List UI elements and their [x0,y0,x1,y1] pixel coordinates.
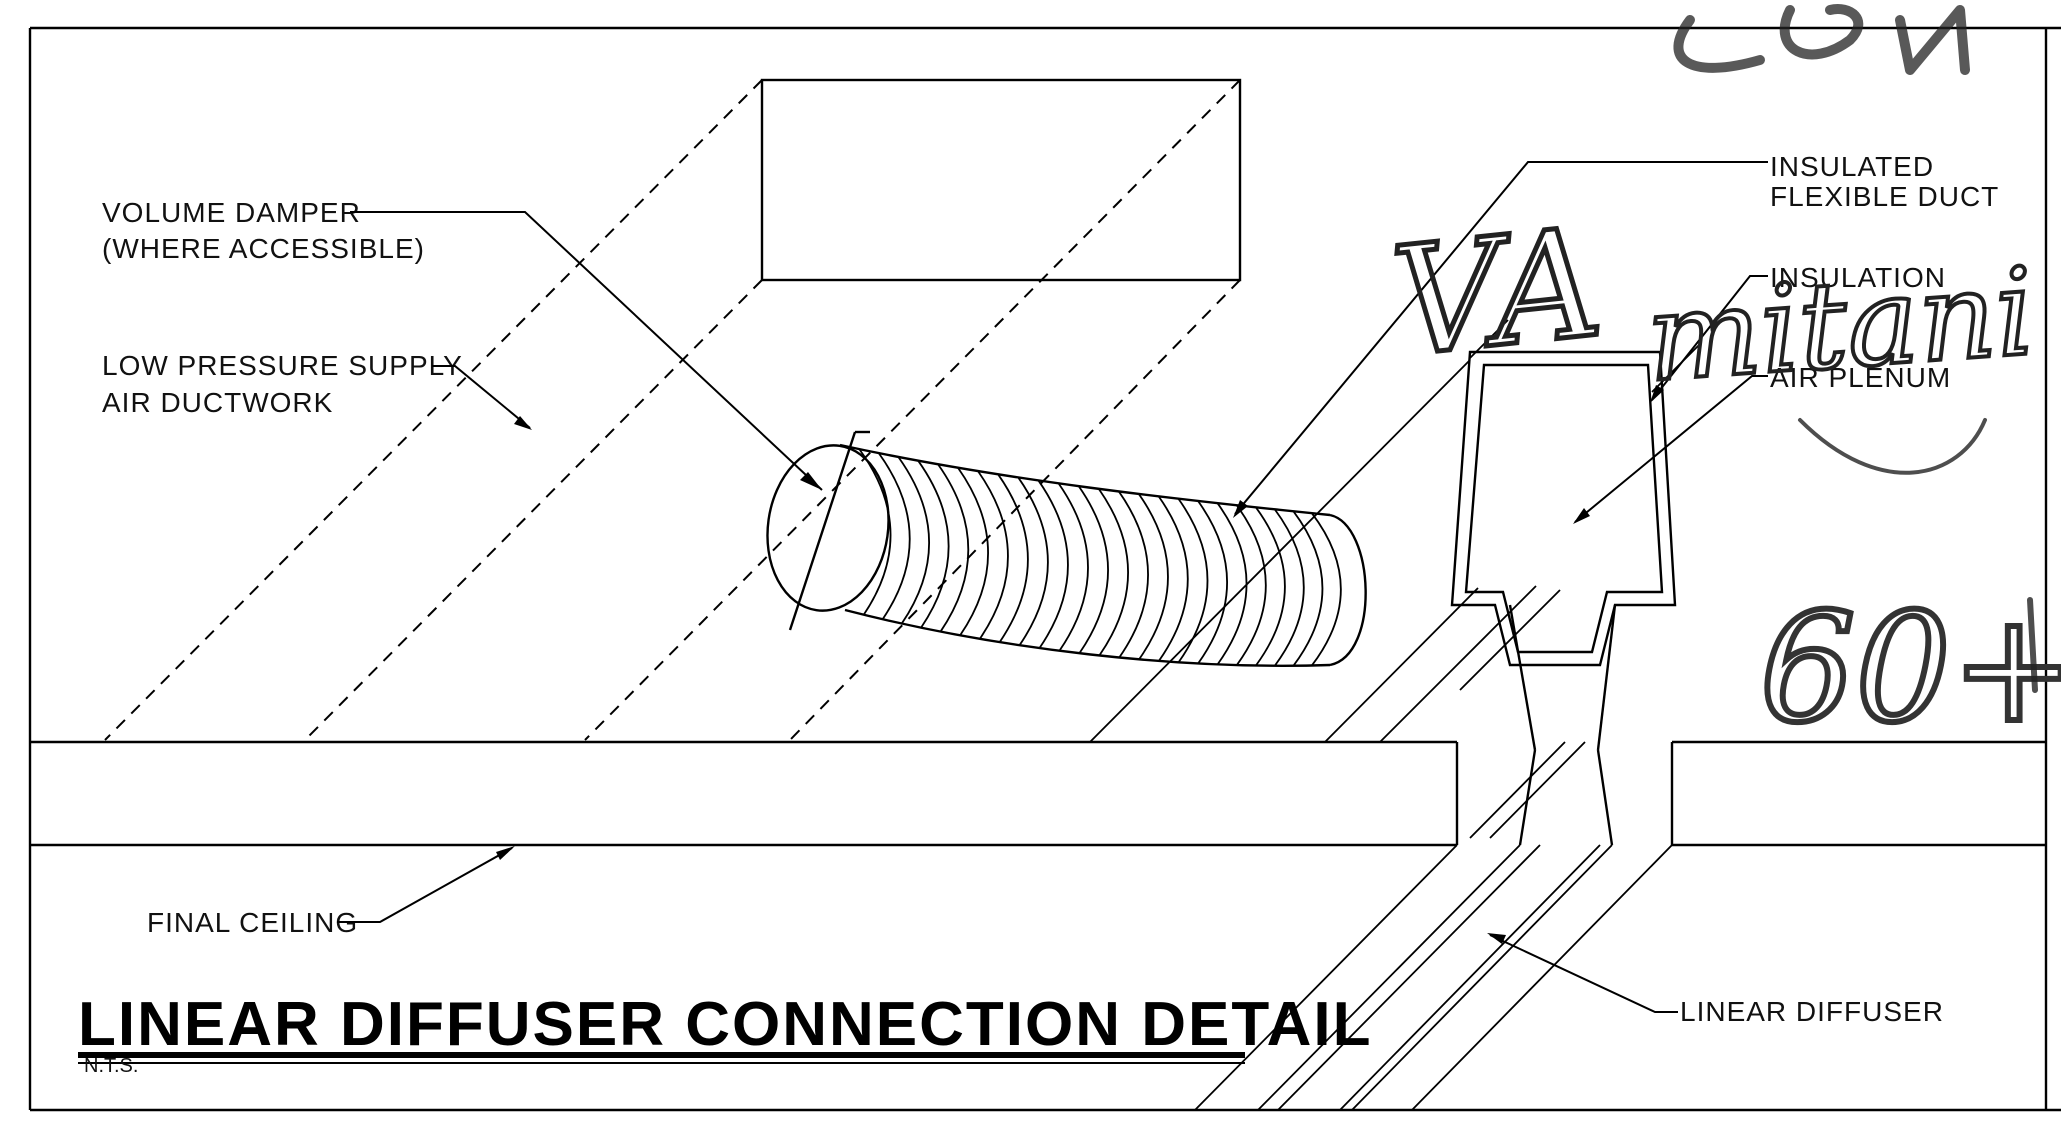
flex-duct-ring [917,460,950,629]
air-plenum [1450,350,1677,846]
flex-duct-ring [1274,508,1305,667]
diffuser-perspective-lines [1089,319,1701,743]
flex-duct-ring [1292,510,1324,667]
linear-diffuser-label: LINEAR DIFFUSER [1680,996,1944,1027]
flex-duct-ring [1098,488,1129,656]
flex-duct-ring [1017,476,1049,646]
detail-title: LINEAR DIFFUSER CONNECTION DETAIL N.T.S. [78,990,1373,1077]
flex-duct-ring [977,470,1009,640]
flexible-duct [766,430,1367,667]
flex-duct-ring [1118,490,1149,659]
handwritten-note-1: VA [1386,196,1610,391]
handwritten-notes: VA mitani 60+ [1383,4,2061,759]
handwritten-note-2: mitani [1642,243,2038,409]
supply-duct [104,78,1242,741]
flex-duct-ring [1077,485,1109,654]
drawing-border [28,26,2061,1112]
flex-duct-ring [1037,479,1069,649]
insulated-flex-label-2: FLEXIBLE DUCT [1770,181,1999,212]
label-linear-diffuser: LINEAR DIFFUSER [1487,933,1944,1027]
ceiling-tile [30,740,2046,847]
flex-duct-ring [1216,502,1248,665]
flex-duct-ring [997,473,1029,643]
flex-duct-ring [1157,495,1189,662]
flex-duct-ring [1311,512,1342,667]
flex-duct-ring [937,463,970,633]
insulated-flex-label-1: INSULATED [1770,151,1934,182]
label-volume-damper: VOLUME DAMPER (WHERE ACCESSIBLE) [102,197,823,491]
low-pressure-label-2: AIR DUCTWORK [102,387,333,418]
label-final-ceiling: FINAL CEILING [147,846,515,938]
final-ceiling-label: FINAL CEILING [147,907,358,938]
flex-duct-ring [897,456,930,625]
flex-duct-ring [1255,506,1286,667]
insulation-label: INSULATION [1770,262,1946,293]
flex-duct-ring [957,467,989,636]
flex-duct-ring [1197,500,1228,664]
volume-damper-label-2: (WHERE ACCESSIBLE) [102,233,425,264]
flex-duct-ring [1236,504,1267,666]
label-insulation: INSULATION [1650,262,1946,403]
flex-duct-ring [858,448,892,616]
detail-title-text: LINEAR DIFFUSER CONNECTION DETAIL [78,990,1373,1059]
flex-duct-ring [1057,482,1089,652]
flex-duct-ring [878,452,911,620]
volume-damper-label-1: VOLUME DAMPER [102,197,361,228]
flex-duct-ring [1138,493,1169,660]
label-insulated-flex: INSULATED FLEXIBLE DUCT [1233,151,1999,518]
handwritten-note-3: 60+ [1760,582,2061,756]
flex-duct-ring [1177,498,1209,663]
label-low-pressure: LOW PRESSURE SUPPLY AIR DUCTWORK [102,350,532,430]
scale-note: N.T.S. [84,1055,138,1077]
air-plenum-label: AIR PLENUM [1770,362,1951,393]
low-pressure-label-1: LOW PRESSURE SUPPLY [102,350,463,381]
linear-diffuser-slots [1194,741,1673,1111]
label-air-plenum: AIR PLENUM [1573,362,1951,524]
